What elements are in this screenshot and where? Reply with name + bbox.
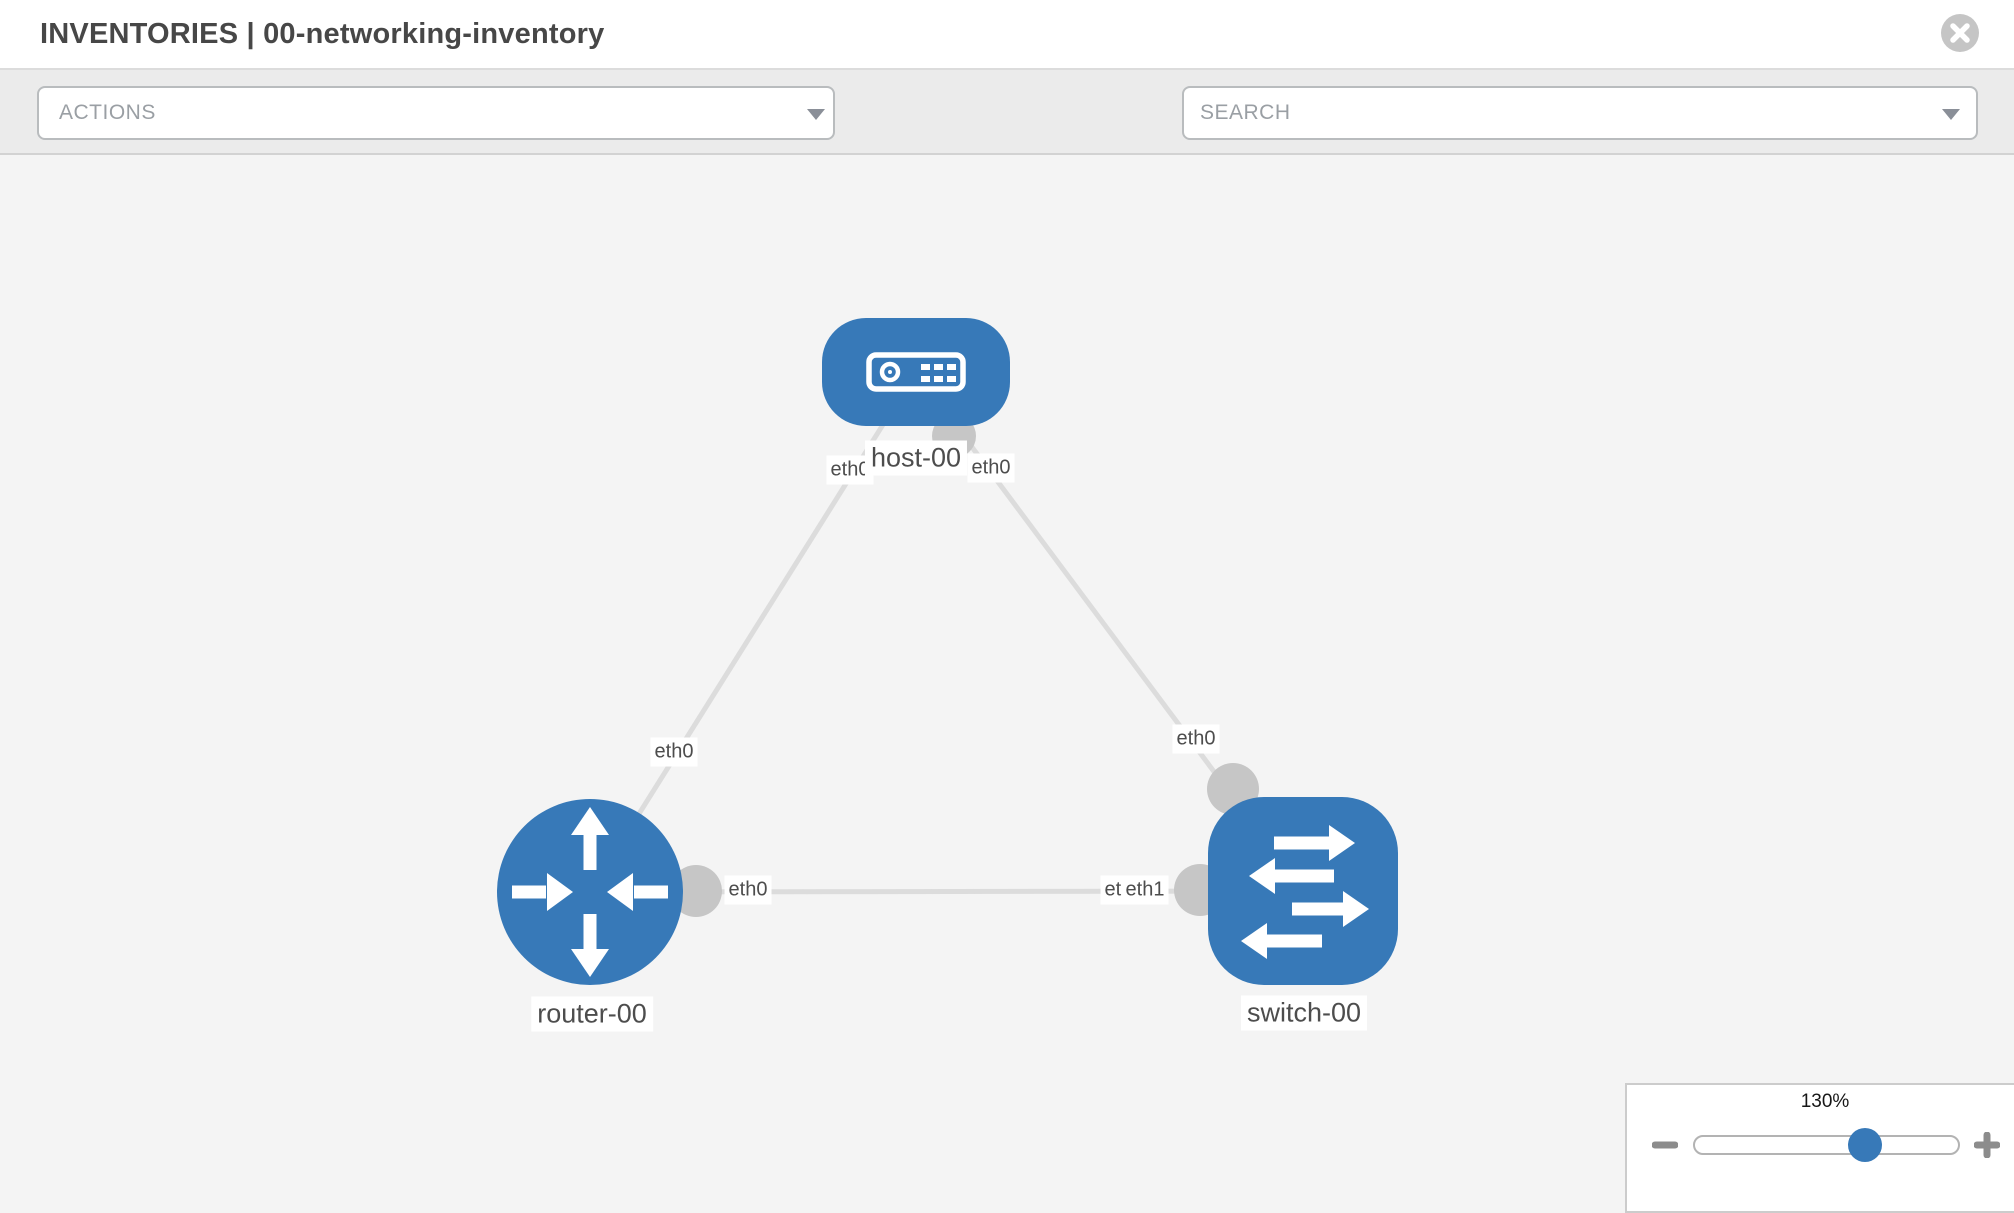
search-dropdown-label: SEARCH — [1200, 101, 1291, 124]
zoom-panel: 130% — [1625, 1083, 2014, 1213]
title-bar: INVENTORIES | 00-networking-inventory — [0, 0, 2014, 70]
zoom-level-label: 130% — [1800, 1091, 1850, 1112]
actions-dropdown[interactable]: ACTIONS — [37, 86, 835, 140]
interface-label: eth0 — [1172, 724, 1220, 754]
node-label: switch-00 — [1240, 995, 1368, 1031]
router-icon — [512, 807, 668, 977]
search-dropdown[interactable]: SEARCH — [1182, 86, 1978, 140]
close-icon — [1950, 23, 1970, 43]
topology-canvas[interactable]: eth0 eth0 eth0 eth0 eth0 eth0 eth1 host-… — [0, 155, 2014, 1213]
node-host[interactable] — [822, 318, 1010, 426]
page-title: INVENTORIES | 00-networking-inventory — [40, 18, 605, 50]
switch-icon — [1241, 825, 1369, 959]
minus-icon — [1652, 1141, 1678, 1149]
node-label: router-00 — [531, 996, 653, 1032]
zoom-out-button[interactable] — [1648, 1128, 1682, 1162]
actions-dropdown-label: ACTIONS — [59, 101, 156, 124]
node-router[interactable] — [497, 799, 683, 985]
plus-icon — [1974, 1132, 2000, 1158]
zoom-in-button[interactable] — [1970, 1128, 2004, 1162]
chevron-down-icon — [807, 109, 825, 120]
node-label: host-00 — [864, 440, 968, 476]
interface-label: eth0 — [967, 453, 1015, 483]
host-icon — [866, 352, 966, 392]
toolbar: ACTIONS SEARCH — [0, 70, 2014, 201]
interface-label: eth0 — [650, 737, 698, 767]
interface-connector[interactable] — [670, 865, 722, 917]
node-switch[interactable] — [1208, 797, 1398, 985]
zoom-slider-thumb[interactable] — [1848, 1128, 1882, 1162]
zoom-slider[interactable] — [1693, 1135, 1960, 1155]
interface-label: eth0 — [724, 875, 772, 905]
chevron-down-icon — [1942, 109, 1960, 120]
close-button[interactable] — [1941, 14, 1979, 52]
interface-label: eth1 — [1121, 875, 1169, 905]
